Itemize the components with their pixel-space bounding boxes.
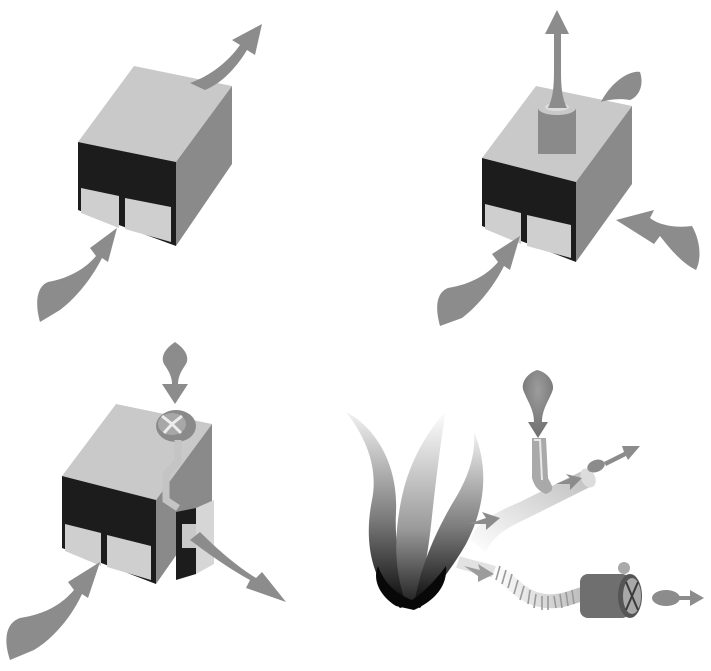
panel-top-left xyxy=(37,24,262,322)
blower-outflow-arrow-icon xyxy=(652,590,704,606)
blower-knob xyxy=(618,562,630,574)
inflow-arrow-icon xyxy=(37,228,117,322)
hose-body xyxy=(494,572,582,601)
flexible-hose-icon xyxy=(458,562,582,610)
panel-bottom-right xyxy=(346,370,704,618)
droplet-arrow-icon xyxy=(523,370,553,438)
blower-fan-icon xyxy=(580,562,642,618)
outflow-droplet-arrow-icon xyxy=(585,446,640,475)
fire-plume-icon xyxy=(346,410,483,610)
panel-bottom-left xyxy=(6,342,286,660)
blower-outflow-arrow xyxy=(678,590,704,606)
exit-vent-plate xyxy=(182,524,196,548)
chimney-icon xyxy=(538,101,576,154)
outflow-arrow-icon xyxy=(190,24,262,90)
pipe-icon xyxy=(468,438,599,552)
side-exhaust-plume-icon xyxy=(601,72,642,102)
panel-top-right xyxy=(437,10,699,326)
blower-outflow-droplet xyxy=(652,590,680,606)
side-inflow-arrow-icon xyxy=(616,210,699,270)
inflow-arrow-icon xyxy=(6,562,100,660)
inflow-arrow-icon xyxy=(437,236,520,326)
building-icon xyxy=(78,66,232,246)
roof-fan-icon xyxy=(156,410,196,442)
drop-arrow-icon xyxy=(162,342,188,404)
outflow-droplet-arrow xyxy=(604,446,640,466)
